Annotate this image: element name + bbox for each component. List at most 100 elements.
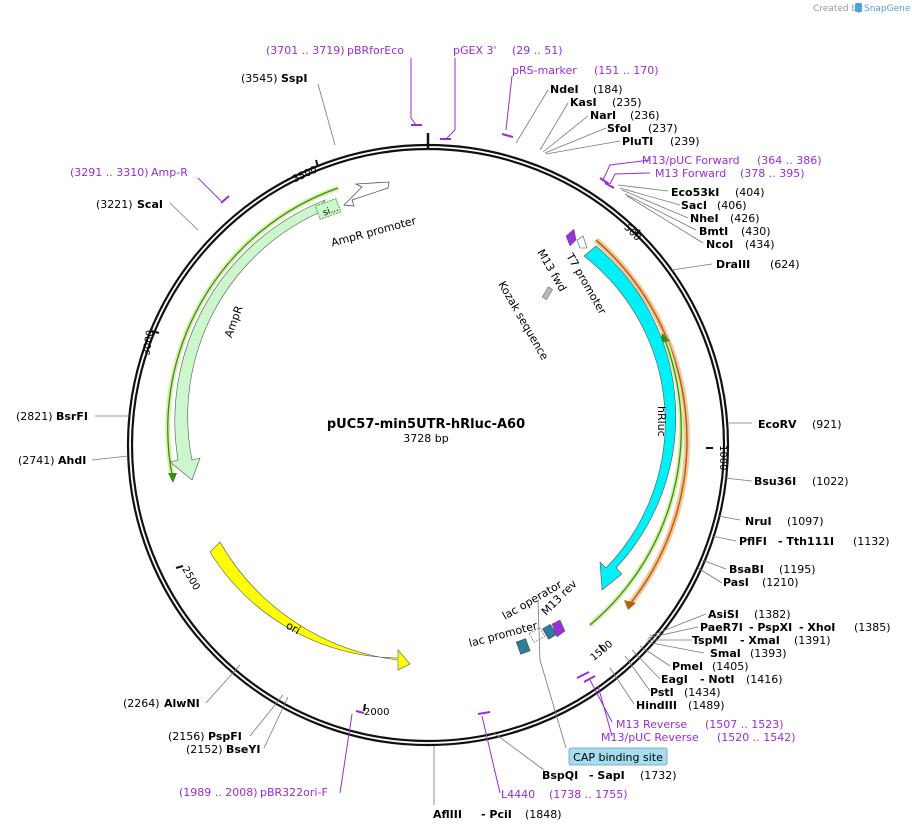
site-SacI-pos: (406) bbox=[717, 199, 747, 212]
site-BmtI-pos: (430) bbox=[741, 225, 771, 238]
site-PaeR7I-pos: (1385) bbox=[854, 621, 891, 634]
feature-Kozak bbox=[541, 286, 553, 301]
site-BseYI-name[interactable]: BseYI bbox=[226, 743, 260, 756]
site-Eco53kI-pos: (404) bbox=[735, 186, 765, 199]
tick-2500: 2500 bbox=[179, 565, 201, 593]
site-SfoI-name[interactable]: SfoI bbox=[607, 122, 631, 135]
primer-pBRforEco-name: pBRforEco bbox=[347, 44, 404, 57]
site-PspFI-name[interactable]: PspFI bbox=[208, 730, 242, 743]
site-BsrFI-name[interactable]: BsrFI bbox=[56, 410, 88, 423]
site-BspQI-name[interactable]: BspQI bbox=[542, 769, 578, 782]
site-PluTI-name[interactable]: PluTI bbox=[622, 135, 653, 148]
primer-leaders bbox=[197, 58, 651, 794]
feature-M13-fwd-label: M13 fwd bbox=[534, 247, 569, 294]
site-PstI-name[interactable]: PstI bbox=[650, 686, 674, 699]
site-AlwNI-name[interactable]: AlwNI bbox=[164, 697, 200, 710]
site-EagI-name[interactable]: EagI bbox=[661, 673, 688, 686]
site-KasI-name[interactable]: KasI bbox=[570, 96, 597, 109]
site-ScaI-name[interactable]: ScaI bbox=[137, 198, 163, 211]
site-EcoRV-name[interactable]: EcoRV bbox=[758, 418, 797, 431]
site-HindIII-name[interactable]: HindIII bbox=[636, 699, 677, 712]
tick-3000: 3000 bbox=[141, 329, 156, 356]
feature-CAP-binding-site[interactable] bbox=[568, 747, 668, 766]
site-AhdI-pos: (2741) bbox=[18, 454, 55, 467]
site-NarI-name[interactable]: NarI bbox=[590, 109, 616, 122]
primer-M13pUCF-name: M13/pUC Forward bbox=[642, 154, 740, 167]
feature-ori[interactable] bbox=[209, 541, 411, 671]
site-PflFI-name[interactable]: PflFI bbox=[739, 535, 767, 548]
feature-T7-promoter[interactable] bbox=[576, 235, 588, 249]
site-PasI-pos: (1210) bbox=[762, 576, 799, 589]
feature-lac-promoter[interactable] bbox=[515, 638, 531, 655]
feature-lac-promoter-label: lac promoter bbox=[467, 619, 539, 650]
site-NdeI-name[interactable]: NdeI bbox=[550, 83, 579, 96]
site-AflIII-name[interactable]: AflIII bbox=[433, 808, 462, 821]
watermark-created-by: Created by bbox=[813, 4, 863, 14]
site-PmeI-pos: (1405) bbox=[712, 660, 749, 673]
primer-marks bbox=[220, 124, 615, 715]
primer-M13F-name: M13 Forward bbox=[655, 167, 726, 180]
feature-AmpR[interactable] bbox=[169, 199, 326, 481]
site-SapI-name[interactable]: - SapI bbox=[589, 769, 625, 782]
feature-M13-fwd[interactable] bbox=[565, 228, 577, 247]
feature-hRluc-label: hRluc bbox=[655, 406, 668, 437]
site-labels: (3545) SspI NdeI (184) KasI (235) NarI (… bbox=[16, 72, 891, 821]
site-XmaI-name[interactable]: - XmaI bbox=[740, 634, 780, 647]
site-AflIII-pos: (1848) bbox=[525, 808, 562, 821]
site-PasI-name[interactable]: PasI bbox=[723, 576, 749, 589]
tick-1500: 1500 bbox=[589, 639, 616, 664]
site-NruI-pos: (1097) bbox=[787, 515, 824, 528]
site-PaeR7I-name[interactable]: PaeR7I bbox=[700, 621, 743, 634]
site-XhoI-name[interactable]: - XhoI bbox=[799, 621, 835, 634]
site-PluTI-pos: (239) bbox=[670, 135, 700, 148]
site-NheI-name[interactable]: NheI bbox=[690, 212, 719, 225]
site-NarI-pos: (236) bbox=[630, 109, 660, 122]
primer-pRS-name: pRS-marker bbox=[512, 64, 577, 77]
site-TspMI-name[interactable]: TspMI bbox=[692, 634, 728, 647]
site-SfoI-pos: (237) bbox=[648, 122, 678, 135]
feature-CAP-box[interactable] bbox=[542, 623, 557, 640]
tick-2000: 2000 bbox=[364, 707, 389, 718]
site-NcoI-pos: (434) bbox=[745, 238, 775, 251]
site-NruI-name[interactable]: NruI bbox=[745, 515, 772, 528]
site-AsiSI-name[interactable]: AsiSI bbox=[708, 608, 739, 621]
feature-hRluc[interactable] bbox=[583, 245, 677, 591]
site-Bsu36I-name[interactable]: Bsu36I bbox=[754, 475, 796, 488]
site-AsiSI-pos: (1382) bbox=[754, 608, 791, 621]
site-PciI-name[interactable]: - PciI bbox=[481, 808, 512, 821]
site-SspI-name[interactable]: SspI bbox=[281, 72, 307, 85]
site-BsaBI-pos: (1195) bbox=[779, 563, 816, 576]
site-ScaI-pos: (3221) bbox=[96, 198, 133, 211]
site-SmaI-name[interactable]: SmaI bbox=[710, 647, 741, 660]
primer-L4440-name: L4440 bbox=[501, 788, 535, 801]
site-PflFI-pos: (1132) bbox=[853, 535, 890, 548]
primer-AmpR-name: Amp-R bbox=[151, 166, 188, 179]
site-BsaBI-name[interactable]: BsaBI bbox=[729, 563, 764, 576]
site-EagI-pos: (1416) bbox=[746, 673, 783, 686]
site-SacI-name[interactable]: SacI bbox=[681, 199, 707, 212]
feature-ori-label: ori bbox=[284, 619, 303, 637]
site-PmeI-name[interactable]: PmeI bbox=[672, 660, 703, 673]
feature-AmpR-promoter[interactable] bbox=[343, 181, 390, 207]
primer-AmpR-range: (3291 .. 3310) bbox=[70, 166, 149, 179]
site-BmtI-name[interactable]: BmtI bbox=[699, 225, 728, 238]
site-BspQI-pos: (1732) bbox=[640, 769, 677, 782]
site-Eco53kI-name[interactable]: Eco53kI bbox=[671, 186, 719, 199]
site-DraIII-name[interactable]: DraIII bbox=[716, 258, 750, 271]
snapgene-logo-icon bbox=[855, 3, 862, 12]
feature-CAP-label: CAP binding site bbox=[573, 751, 663, 764]
plasmid-name: pUC57-min5UTR-hRluc-A60 bbox=[327, 417, 525, 432]
primer-M13F-range: (378 .. 395) bbox=[740, 167, 805, 180]
site-Tth111I-name[interactable]: - Tth111I bbox=[778, 535, 834, 548]
site-PspXI-name[interactable]: - PspXI bbox=[749, 621, 792, 634]
site-TspMI-pos: (1391) bbox=[794, 634, 831, 647]
site-AhdI-name[interactable]: AhdI bbox=[58, 454, 86, 467]
tick-1000: 1000 bbox=[717, 445, 728, 470]
feature-M13-rev[interactable] bbox=[551, 619, 566, 638]
site-NcoI-name[interactable]: NcoI bbox=[706, 238, 733, 251]
site-PstI-pos: (1434) bbox=[684, 686, 721, 699]
site-EcoRV-pos: (921) bbox=[812, 418, 842, 431]
site-NotI-name[interactable]: - NotI bbox=[700, 673, 735, 686]
site-SspI-pos: (3545) bbox=[241, 72, 278, 85]
backbone bbox=[126, 133, 730, 747]
